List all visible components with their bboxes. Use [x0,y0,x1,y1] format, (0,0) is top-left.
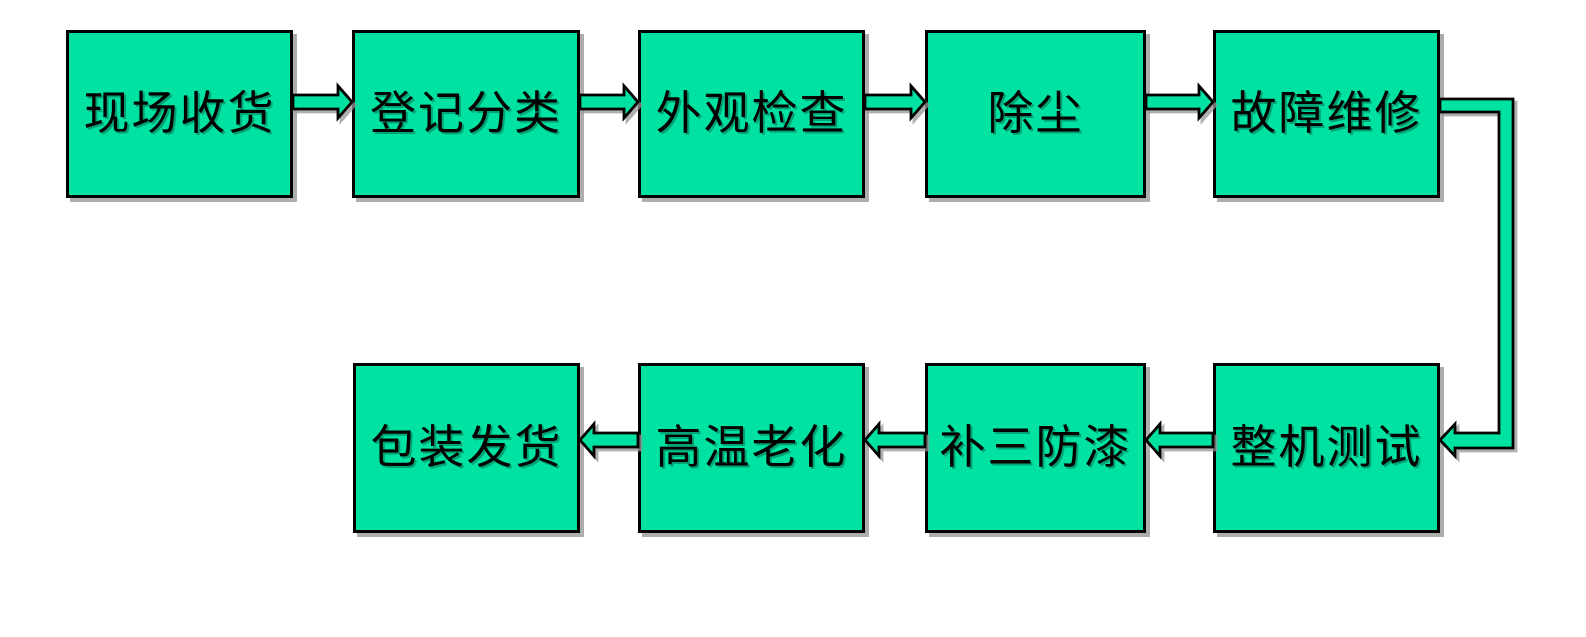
flow-step-label: 故障维修 [1230,88,1423,139]
flow-step-label: 高温老化 [655,422,848,473]
arrow-right-icon [578,82,640,122]
flow-step-dust-removal: 除尘 [925,30,1146,198]
flow-step-label: 外观检查 [655,88,848,139]
flow-step-packing-shipping: 包装发货 [353,363,580,533]
flow-step-conformal-coating: 补三防漆 [925,363,1146,533]
flow-step-high-temp-aging: 高温老化 [638,363,865,533]
flow-step-label: 补三防漆 [939,422,1132,473]
arrow-right-icon [291,82,354,122]
flow-step-label: 包装发货 [370,422,563,473]
flow-step-label: 登记分类 [370,88,562,139]
flow-step-appearance-inspection: 外观检查 [638,30,865,198]
flow-step-register-classify: 登记分类 [352,30,580,198]
flow-step-onsite-receiving: 现场收货 [66,30,293,198]
flow-step-label: 整机测试 [1230,422,1423,473]
elbow-connector-left-arrow-icon [1438,97,1515,460]
arrow-left-icon [1144,420,1215,460]
flow-step-label: 除尘 [987,88,1084,139]
flow-step-label: 现场收货 [83,88,276,139]
flow-step-fault-repair: 故障维修 [1213,30,1440,198]
arrow-left-icon [578,420,640,460]
flow-step-whole-machine-test: 整机测试 [1213,363,1440,533]
arrow-right-icon [863,82,927,122]
arrow-right-icon [1144,82,1215,122]
arrow-left-icon [863,420,927,460]
